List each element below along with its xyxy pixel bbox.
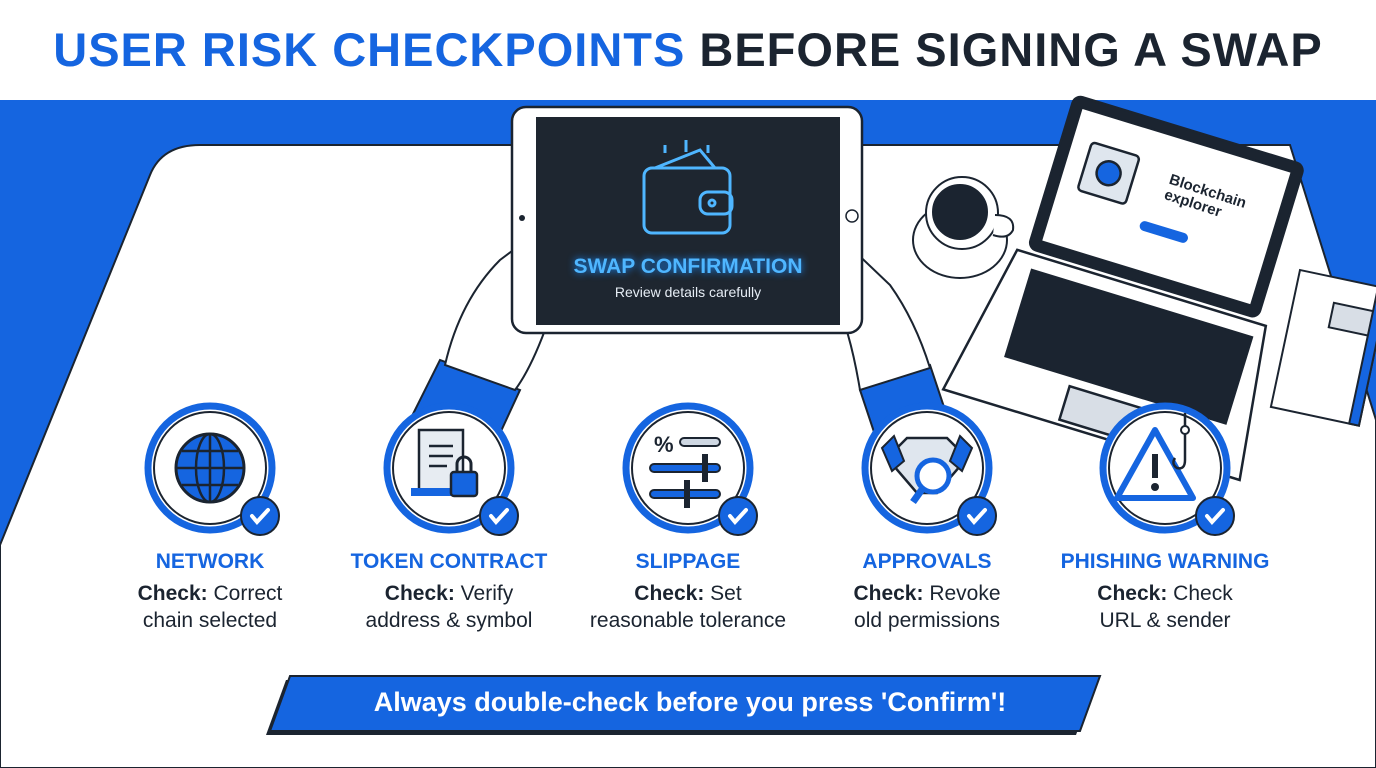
title-rest: BEFORE SIGNING A SWAP: [699, 23, 1323, 76]
checkpoint-approvals: APPROVALS Check: Revoke old permissions: [807, 550, 1047, 634]
check-line2: URL & sender: [1099, 609, 1231, 632]
tablet-screen: [536, 117, 840, 325]
coffee-cup: [912, 176, 1015, 279]
notebook: [1269, 268, 1376, 427]
laptop: [941, 95, 1304, 482]
checkpoint-slippage: SLIPPAGE Check: Set reasonable tolerance: [568, 550, 808, 634]
check-line1: Set: [710, 582, 742, 605]
swap-confirmation-subtitle: Review details carefully: [614, 284, 762, 300]
check-label: Check:: [384, 582, 455, 605]
checkpoint-description: Check: Revoke old permissions: [807, 580, 1047, 634]
wallet-icon: [642, 140, 734, 235]
checkpoint-name: NETWORK: [155, 550, 265, 573]
title-accent: USER RISK CHECKPOINTS: [53, 23, 686, 76]
check-label: Check:: [1097, 582, 1168, 605]
checkpoint-name: TOKEN CONTRACT: [350, 550, 548, 573]
banner-text: Always double-check before you press 'Co…: [373, 687, 1007, 717]
checkpoint-name: PHISHING WARNING: [1060, 550, 1270, 573]
checkpoint-description: Check: Correct chain selected: [90, 580, 330, 634]
page-title: USER RISK CHECKPOINTS BEFORE SIGNING A S…: [0, 22, 1376, 77]
checkpoint-name: APPROVALS: [862, 550, 992, 573]
checkpoint-description: Check: Set reasonable tolerance: [568, 580, 808, 634]
swap-confirmation-title: SWAP CONFIRMATION: [573, 255, 803, 278]
checkpoint-token-contract: TOKEN CONTRACT Check: Verify address & sy…: [329, 550, 569, 634]
check-label: Check:: [634, 582, 705, 605]
check-line2: chain selected: [142, 609, 278, 632]
check-line1: Verify: [460, 582, 514, 605]
banner-shape: [268, 675, 1102, 732]
check-line1: Correct: [213, 582, 283, 605]
checkpoint-network: NETWORK Check: Correct chain selected: [90, 550, 330, 634]
check-line1: Check: [1173, 582, 1233, 605]
check-label: Check:: [137, 582, 208, 605]
check-label: Check:: [853, 582, 924, 605]
check-line2: old permissions: [854, 609, 1000, 632]
check-line1: Revoke: [929, 582, 1001, 605]
checkpoint-description: Check: Verify address & symbol: [329, 580, 569, 634]
confirm-banner: Always double-check before you press 'Co…: [280, 675, 1100, 731]
check-line2: reasonable tolerance: [589, 609, 787, 632]
checkpoint-name: SLIPPAGE: [635, 550, 741, 573]
check-line2: address & symbol: [365, 609, 533, 632]
